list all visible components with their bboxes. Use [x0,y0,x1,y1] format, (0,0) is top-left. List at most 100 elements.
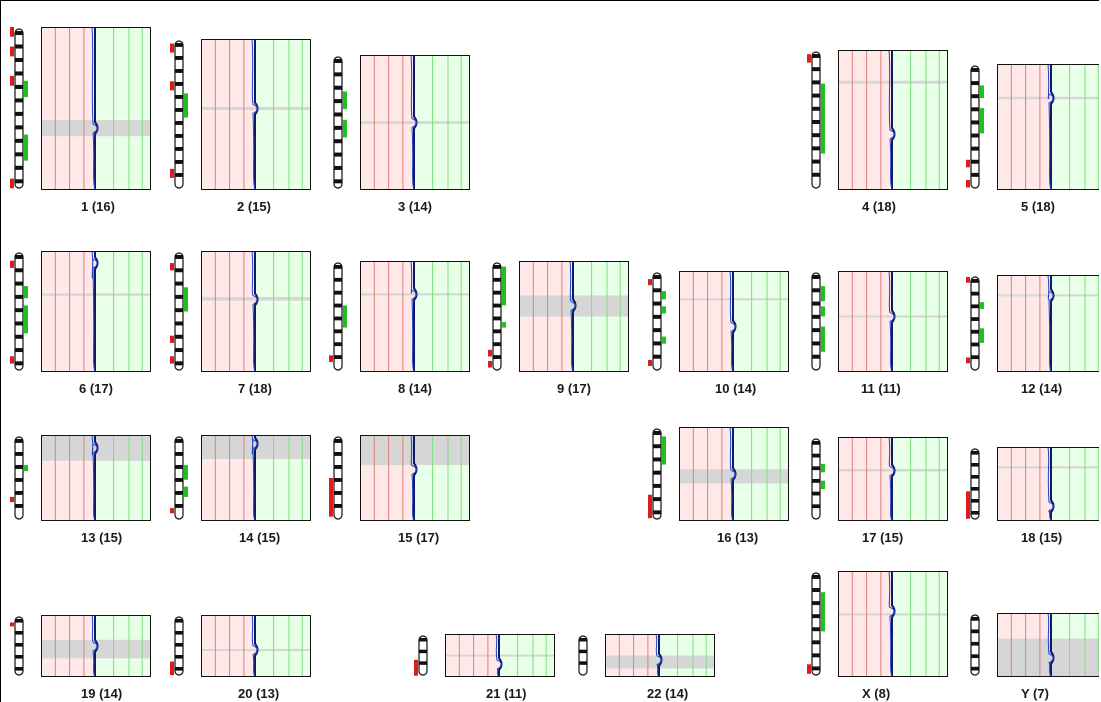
loss-zone-bg [41,251,96,372]
karyo-panel-X: X (8) [807,570,948,701]
loss-mark [10,75,14,86]
karyo-panel-16: 16 (13) [648,426,789,545]
gain-mark [343,305,347,328]
gain-mark [343,119,347,138]
chromosome-ideogram-icon [811,51,821,189]
loss-mark [648,359,652,366]
loss-mark [10,622,14,627]
panel-border [41,251,151,372]
chromosome-ideogram-icon [970,65,980,189]
gain-zone-bg [893,271,948,372]
chromosome-ideogram-icon [811,572,821,676]
panel-border [997,447,1099,521]
chromosome-label-5: 5 (18) [1021,199,1055,214]
gain-mark [184,287,188,312]
gain-mark [821,83,825,154]
chromosome-ideogram-icon [174,252,184,371]
loss-mark [648,494,652,519]
gain-zone-bg [734,271,789,372]
centromere-band [41,119,151,137]
chromosome-ideogram-icon [14,28,24,189]
centromere-band [997,294,1099,297]
gain-zone-bg [893,571,948,677]
gain-mark [821,480,825,490]
gain-mark [502,322,506,328]
karyo-panel-7: 7 (18) [170,250,311,396]
gain-mark [343,91,347,109]
loss-zone-bg [679,271,734,372]
loss-mark [170,43,174,53]
loss-mark [10,178,14,189]
panel-border [679,271,789,372]
loss-mark [10,27,14,37]
panel-border [201,251,311,372]
loss-zone-bg [201,251,256,372]
centromere-band [201,649,311,652]
chromosome-label-6: 6 (17) [79,381,113,396]
loss-mark [170,168,174,178]
chromosome-label-22: 22 (14) [647,686,688,701]
panel-border [360,55,470,190]
karyo-panel-9: 9 (17) [488,260,629,396]
loss-mark [488,360,492,368]
chromosome-ideogram-icon [652,272,662,371]
copy-number-trace [91,614,98,678]
loss-mark [488,349,492,357]
chromosome-ideogram-icon [578,635,588,676]
panel-border [838,571,948,677]
karyo-panel-19: 19 (14) [10,614,151,701]
chromosome-ideogram-icon [333,436,343,520]
gain-mark [184,486,188,497]
centromere-band [360,293,470,296]
copy-number-trace [888,436,895,522]
karyo-panel-13: 13 (15) [10,434,151,545]
gain-mark [821,326,825,352]
gain-zone-bg [1052,64,1099,190]
copy-number-trace [410,434,417,522]
copy-number-trace [251,250,258,373]
chromosome-ideogram-icon [174,436,184,520]
karyo-panel-18: 18 (15) [966,446,1099,545]
panel-border [201,435,311,521]
chromosome-ideogram-icon [652,428,662,520]
chromosome-ideogram-icon [492,262,502,371]
gain-zone-bg [893,50,948,190]
gain-zone-bg [1052,447,1099,521]
chromosome-ideogram-icon [970,614,980,676]
loss-mark [966,357,970,364]
centromere-band [519,295,629,317]
gain-mark [502,266,506,306]
gain-mark [821,286,825,302]
copy-number-trace [91,434,98,522]
panel-border [838,271,948,372]
copy-number-trace [251,434,258,522]
panel-border [201,39,311,190]
chromosome-label-X: X (8) [862,686,890,701]
panel-border [679,427,789,521]
gain-zone-bg [96,27,151,190]
loss-zone-bg [997,275,1052,372]
copy-number-trace [410,260,417,373]
centromere-band [201,296,311,301]
loss-mark [170,263,174,271]
loss-zone-bg [41,27,96,190]
gain-zone-bg [256,615,311,677]
karyo-panel-14: 14 (15) [170,434,311,545]
loss-zone-bg [360,261,415,372]
gain-zone-bg [1052,275,1099,372]
loss-mark [966,491,970,519]
chromosome-ideogram-icon [14,616,24,676]
chromosome-ideogram-icon [333,56,343,189]
karyo-panel-2: 2 (15) [170,38,311,214]
loss-mark [329,355,333,363]
gain-zone-bg [256,39,311,190]
gain-zone-bg [415,261,470,372]
centromere-band [605,655,715,669]
chromosome-ideogram-icon [811,272,821,371]
panel-border [201,615,311,677]
copy-number-trace [1047,63,1054,191]
chromosome-ideogram-icon [811,438,821,520]
chromosome-label-4: 4 (18) [862,199,896,214]
chromosome-ideogram-icon [970,276,980,371]
